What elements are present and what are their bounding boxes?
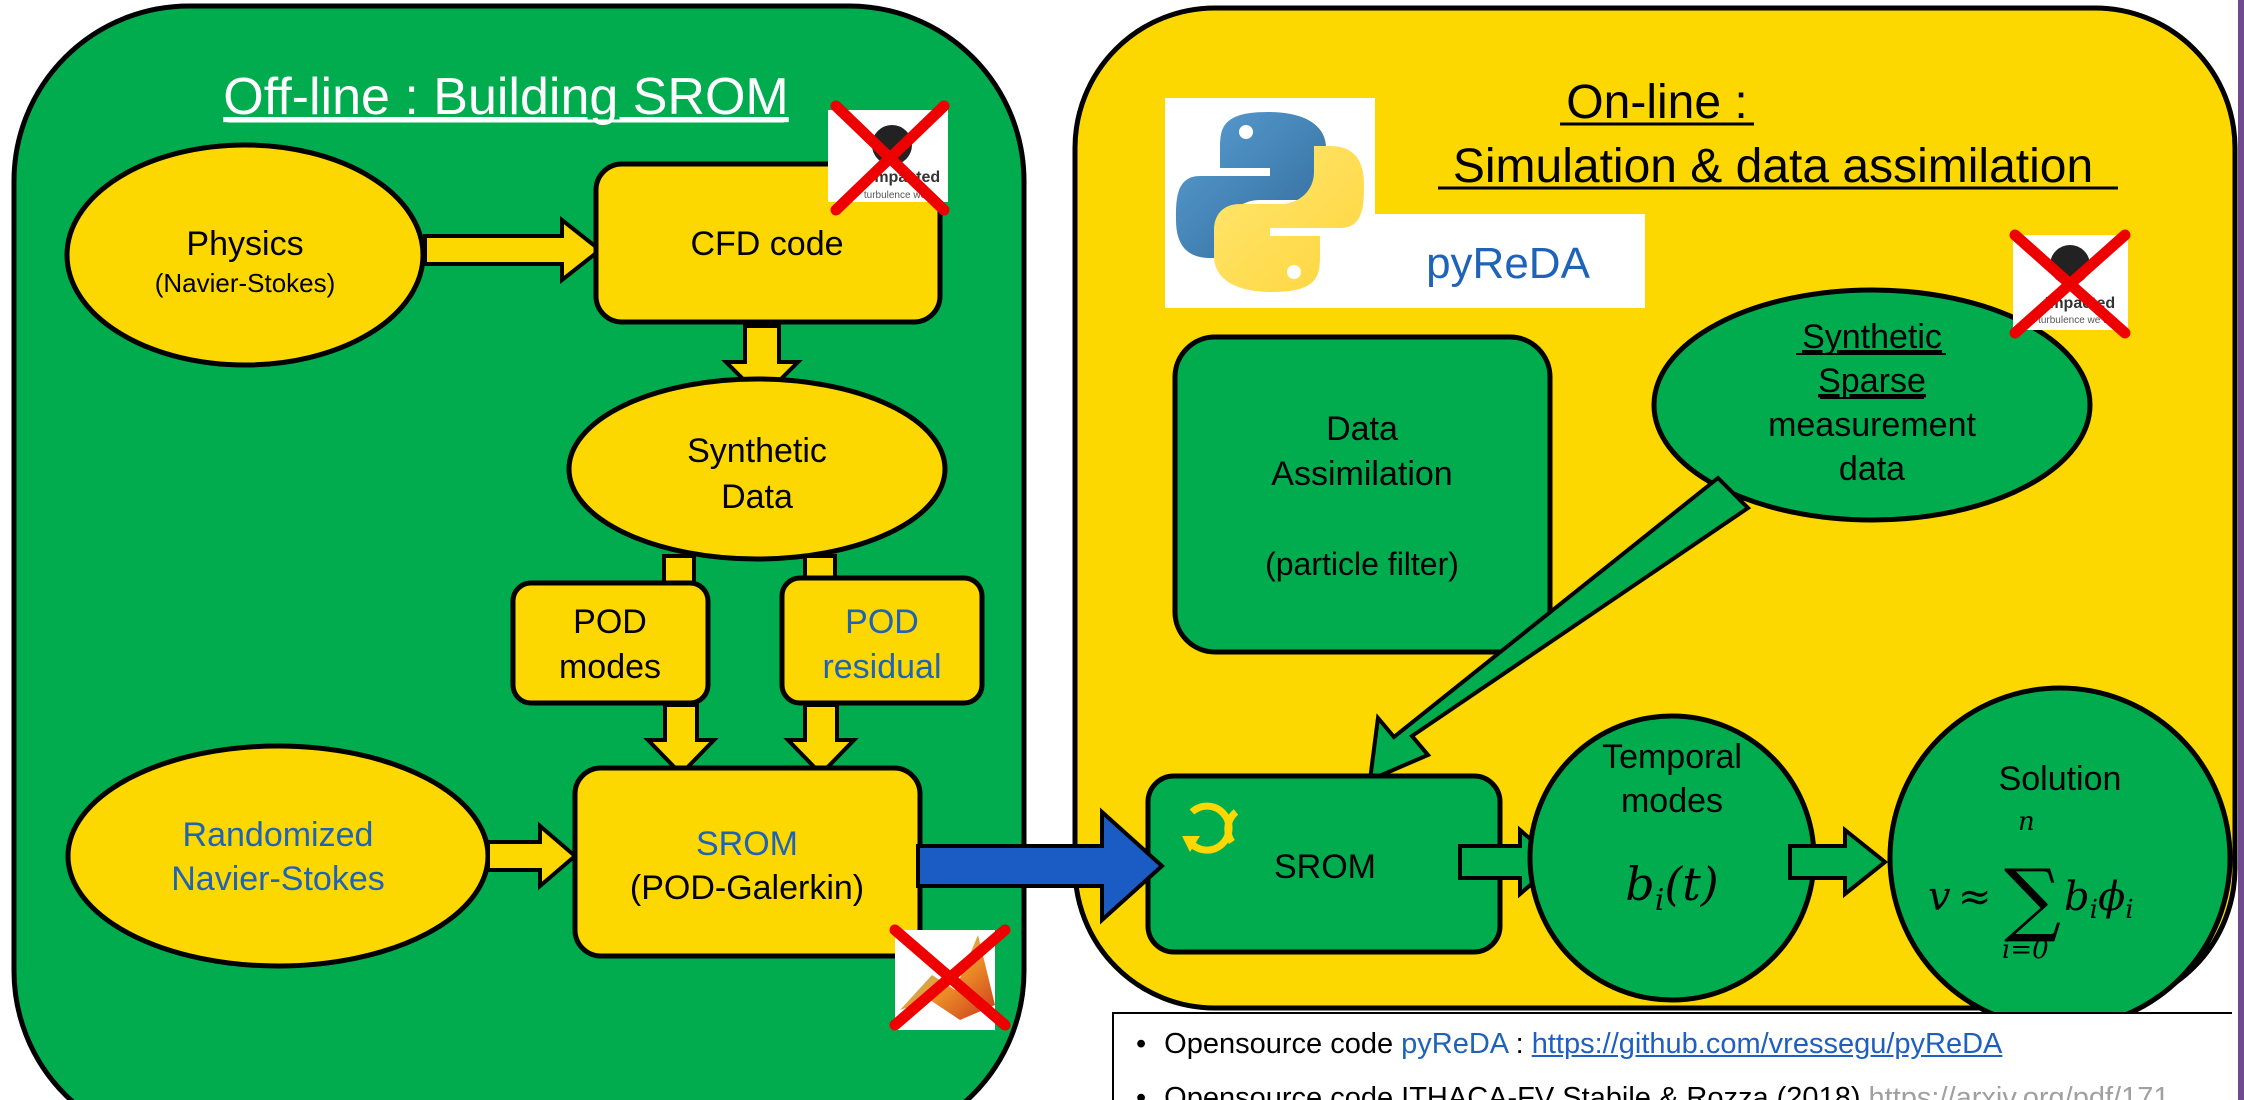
arrow-measurement-to-srom [1367,475,1752,784]
bullet-icon: • [1136,1082,1147,1100]
impacted-logo-subtext: turbulence we [864,190,927,201]
pyreda-github-link[interactable]: https://github.com/vressegu/pyReDA [1531,1028,2003,1060]
cfd-box [593,161,943,325]
refresh-cycle-icon [1182,802,1239,854]
online-panel: pyReDA On-line : Simulation & data assim… [1072,5,2238,1031]
arrow-offline-to-online [916,807,1165,925]
arrow-pod-residual-to-srom [783,703,859,777]
cross-out-icon [889,924,1011,1031]
measurement-label-1: Synthetic [1802,318,1942,356]
srom-online-label: SROM [1274,848,1376,886]
srom-offline-label: SROM [696,825,798,863]
synthetic-data-label-2: Data [721,478,793,516]
physics-label: Physics [186,225,303,263]
synthetic-data-ellipse [566,376,948,562]
ithaca-arxiv-link[interactable]: https://arxiv.org/pdf/171 [1868,1082,2170,1100]
pod-residual-label-1: POD [845,603,919,641]
footer-pyreda-name: pyReDA [1401,1028,1508,1060]
temporal-modes-formula: bi(t) [1625,857,1718,918]
data-assimilation-node: Data Assimilation (particle filter) [1172,334,1553,655]
pyreda-badge: pyReDA [1165,98,1645,308]
pod-residual-node: POD residual [779,575,985,706]
online-title-line1: On-line : [1566,76,1747,129]
cfd-label: CFD code [690,225,843,263]
footer-line-1: • Opensource code pyReDA : https://github… [1136,1028,2002,1061]
pod-modes-box [510,580,711,706]
pod-residual-label-2: residual [822,648,941,686]
arrow-physics-to-cfd [423,215,604,285]
data-assimilation-label-1: Data [1326,410,1398,448]
pyreda-label: pyReDA [1426,239,1590,288]
synthetic-data-node: Synthetic Data [566,376,948,562]
python-logo-icon [1176,112,1364,292]
cross-out-icon [2009,229,2131,339]
impacted-logo-right: Impacted turbulence we t [2009,229,2131,339]
svg-text:n: n [2018,807,2035,837]
pod-residual-box [779,575,985,706]
bullet-icon: • [1136,1028,1147,1060]
randomized-ellipse [65,743,491,969]
randomized-node: Randomized Navier-Stokes [65,743,491,969]
svg-text:≈: ≈ [1958,874,1992,920]
pod-modes-node: POD modes [510,580,711,706]
offline-title: Off-line : Building SROM [223,68,788,126]
measurement-node: Synthetic Sparse measurement data [1651,287,2093,523]
randomized-label-1: Randomized [183,816,374,854]
offline-panel: Off-line : Building SROM Physics (Navier… [11,3,1027,1100]
synthetic-data-label-1: Synthetic [687,432,827,470]
matlab-logo [889,924,1011,1031]
svg-text:v: v [1928,874,1951,920]
cross-out-icon [830,100,950,216]
arrow-temporal-to-solution [1788,825,1889,899]
measurement-label-2: Sparse [1818,362,1926,400]
online-title-line2: Simulation & data assimilation [1453,140,2093,193]
solution-node: Solution v ≈ n ∑ i=0 biϕi [1887,685,2233,1031]
physics-sublabel: (Navier-Stokes) [155,268,336,298]
slide-edge [2238,0,2244,1100]
temporal-modes-label-1: Temporal [1602,738,1742,776]
temporal-modes-node: Temporal modes bi(t) [1527,713,1817,1003]
physics-node: Physics (Navier-Stokes) [64,142,426,368]
footer-references: • Opensource code pyReDA : https://github… [1112,1012,2232,1100]
footer-line-2: • Opensource code ITHACA-FV Stabile & Roz… [1136,1082,2169,1100]
cfd-node: CFD code [593,161,943,325]
measurement-label-4: data [1839,450,1905,488]
pod-modes-label-1: POD [573,603,647,641]
srom-offline-node: SROM (POD-Galerkin) [572,765,923,959]
temporal-modes-label-2: modes [1621,782,1723,820]
randomized-label-2: Navier-Stokes [171,860,385,898]
data-assimilation-label-3: (particle filter) [1265,546,1459,582]
impacted-logo-subtext: turbulence we t [2038,315,2106,326]
srom-online-node: SROM [1145,773,1503,955]
footer-line2-prefix: Opensource code ITHACA-FV [1164,1082,1563,1100]
measurement-label-3: measurement [1768,406,1976,444]
svg-text:∑: ∑ [2004,852,2061,945]
solution-formula: v ≈ n ∑ i=0 biϕi [1928,807,2134,965]
svg-text:i=0: i=0 [2002,935,2049,965]
footer-line2-authors: Stabile & Rozza (2018) [1562,1082,1869,1100]
footer-line1-prefix: Opensource code [1164,1028,1402,1060]
arrow-randomized-to-srom [486,821,579,891]
data-assimilation-box [1172,334,1553,655]
srom-offline-sublabel: (POD-Galerkin) [630,869,864,907]
solution-label: Solution [1999,760,2122,798]
measurement-ellipse [1651,287,2093,523]
impacted-logo-top: Impacted turbulence we [828,100,950,216]
arrow-pod-modes-to-srom [643,703,719,777]
svg-text:biϕi: biϕi [2064,874,2134,925]
footer-line1-separator: : [1507,1028,1532,1060]
data-assimilation-label-2: Assimilation [1271,455,1452,493]
pod-modes-label-2: modes [559,648,661,686]
